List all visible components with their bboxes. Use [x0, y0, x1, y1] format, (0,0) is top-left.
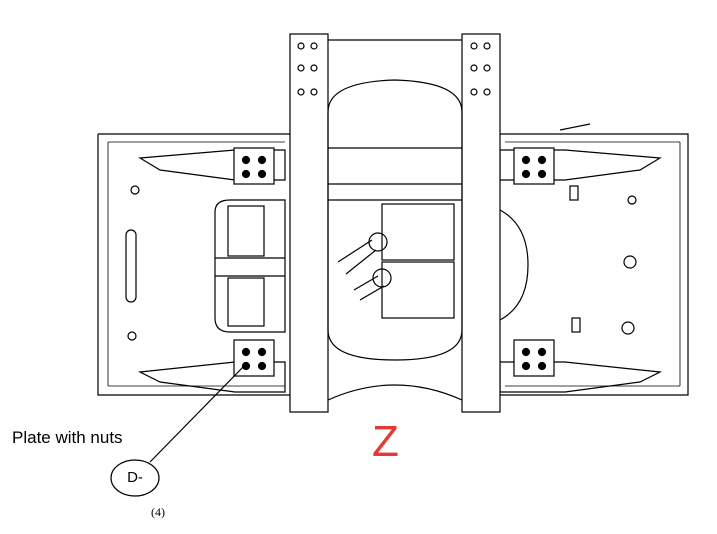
view-letter: Z	[372, 417, 399, 466]
leader-line	[149, 363, 247, 463]
plate-top-right	[513, 147, 555, 185]
callout-ref: D-	[127, 469, 143, 486]
plate-top-left	[233, 147, 275, 185]
left-longitudinal-member	[289, 33, 329, 413]
right-longitudinal-member	[461, 33, 501, 413]
quantity-label: (4)	[151, 505, 165, 519]
callout-circle	[110, 459, 160, 497]
annotation-label: Plate with nuts	[12, 428, 123, 447]
center-body	[327, 39, 463, 401]
plate-bottom-right	[513, 339, 555, 377]
right-frame	[499, 123, 689, 396]
